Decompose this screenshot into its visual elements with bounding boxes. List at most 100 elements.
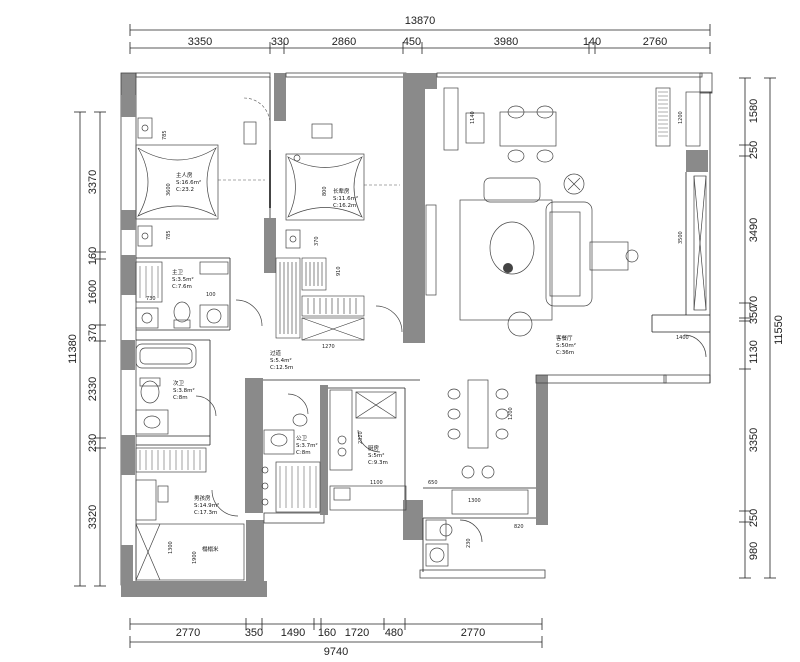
svg-text:客餐厅: 客餐厅: [556, 334, 573, 342]
left-dim-5: 2330: [87, 377, 99, 401]
svg-text:C:8m: C:8m: [296, 450, 311, 456]
bottom-total-dim: 9740: [324, 646, 348, 658]
label-second-bath: 次卫 S:3.8m² C:8m: [173, 379, 195, 401]
svg-text:C:9.3m: C:9.3m: [368, 460, 388, 466]
svg-text:主人房: 主人房: [176, 171, 193, 179]
svg-text:820: 820: [514, 524, 524, 530]
top-dim-7: 2760: [643, 36, 667, 48]
top-dim-6: 140: [583, 36, 601, 48]
svg-text:1300: 1300: [468, 498, 481, 504]
svg-text:C:17.3m: C:17.3m: [194, 510, 217, 516]
label-master-bedroom: 主人房 S:16.6m² C:23.2: [176, 171, 201, 193]
svg-text:公卫: 公卫: [296, 435, 308, 442]
label-living-dining: 客餐厅 S:50m² C:36m: [556, 334, 576, 356]
top-dim-2: 330: [271, 36, 289, 48]
left-dim-6: 230: [87, 434, 99, 452]
svg-text:3600: 3600: [166, 183, 172, 196]
svg-text:910: 910: [336, 266, 342, 276]
svg-text:主卫: 主卫: [172, 268, 184, 276]
svg-text:785: 785: [162, 130, 168, 140]
right-dim-9: 980: [748, 542, 760, 560]
svg-text:100: 100: [206, 292, 216, 298]
svg-text:1200: 1200: [508, 407, 514, 420]
furniture: [135, 87, 707, 581]
top-dim-1: 3350: [188, 36, 212, 48]
svg-text:1200: 1200: [678, 111, 684, 124]
svg-text:S:3.7m²: S:3.7m²: [296, 442, 318, 449]
top-dim-3: 2860: [332, 36, 356, 48]
small-annotations: 785 3600 785 800 1100 650 1300 820 1400 …: [146, 111, 689, 564]
label-boy-room: 男孩房 S:14.9m² C:17.3m: [194, 494, 219, 516]
svg-text:1140: 1140: [470, 111, 476, 124]
top-total-dim: 13870: [405, 15, 436, 27]
svg-text:S:3.8m²: S:3.8m²: [173, 387, 195, 394]
svg-text:370: 370: [314, 236, 320, 246]
svg-text:1270: 1270: [322, 344, 335, 350]
svg-text:S:3.5m²: S:3.5m²: [172, 276, 194, 283]
svg-text:厨房: 厨房: [368, 444, 380, 452]
right-dimensions: 1580 250 3490 350 70 1130 3350 250 980 1…: [739, 77, 785, 579]
left-dim-1: 3370: [87, 170, 99, 194]
bottom-dim-6: 480: [385, 627, 403, 639]
left-dimensions: 11380 3370 160 1600 370 2330 230 3320: [67, 111, 106, 587]
svg-text:3500: 3500: [678, 231, 684, 244]
svg-text:S:14.9m²: S:14.9m²: [194, 502, 219, 509]
svg-text:S:5m²: S:5m²: [368, 452, 384, 459]
svg-text:S:50m²: S:50m²: [556, 342, 576, 349]
label-public-bath: 公卫 S:3.7m² C:8m: [296, 435, 318, 456]
left-dim-2: 160: [87, 247, 99, 265]
svg-text:650: 650: [428, 480, 438, 486]
left-dim-7: 3320: [87, 505, 99, 529]
svg-text:长辈房: 长辈房: [333, 187, 350, 195]
svg-text:2320: 2320: [358, 431, 364, 444]
svg-text:785: 785: [166, 230, 172, 240]
bottom-dim-7: 2770: [461, 627, 485, 639]
left-total-dim: 11380: [67, 334, 79, 364]
svg-text:C:23.2: C:23.2: [176, 187, 194, 193]
bottom-dimensions: 2770 350 1490 160 1720 480 2770 9740: [129, 618, 543, 658]
svg-text:800: 800: [322, 186, 328, 196]
svg-text:C:7.6m: C:7.6m: [172, 284, 192, 290]
label-master-bath: 主卫 S:3.5m² C:7.6m: [172, 268, 194, 290]
room-labels: 主人房 S:16.6m² C:23.2 长辈房 S:11.6m² C:16.2m…: [172, 171, 576, 553]
svg-text:S:11.6m²: S:11.6m²: [333, 195, 358, 202]
bottom-dim-3: 1490: [281, 627, 305, 639]
svg-text:C:12.5m: C:12.5m: [270, 365, 293, 371]
top-dimensions: 13870 3350 330 2860 450 3980 140 2760: [129, 15, 711, 54]
right-dim-8: 250: [748, 509, 760, 527]
svg-text:S:16.6m²: S:16.6m²: [176, 179, 201, 186]
right-total-dim: 11550: [773, 315, 785, 345]
svg-text:1400: 1400: [676, 335, 689, 341]
svg-text:230: 230: [466, 538, 472, 548]
bottom-dim-5: 1720: [345, 627, 369, 639]
svg-text:1300: 1300: [168, 541, 174, 554]
right-dim-7: 3350: [748, 428, 760, 452]
bottom-dim-1: 2770: [176, 627, 200, 639]
svg-text:S:5.4m²: S:5.4m²: [270, 357, 292, 364]
svg-text:1100: 1100: [370, 480, 383, 486]
label-tatami: 榻榻米: [202, 545, 219, 553]
top-dim-5: 3980: [494, 36, 518, 48]
svg-text:男孩房: 男孩房: [194, 494, 211, 502]
right-dim-6: 1130: [748, 340, 760, 364]
right-dim-2: 250: [748, 141, 760, 159]
label-hallway: 过道 S:5.4m² C:12.5m: [270, 349, 293, 371]
top-dim-4: 450: [403, 36, 421, 48]
right-dim-4: 350: [748, 306, 760, 324]
label-kitchen: 厨房 S:5m² C:9.3m: [368, 444, 388, 466]
bottom-dim-4: 160: [318, 627, 336, 639]
right-dim-1: 1580: [748, 99, 760, 123]
svg-text:1900: 1900: [192, 551, 198, 564]
bottom-dim-2: 350: [245, 627, 263, 639]
svg-text:730: 730: [146, 296, 156, 302]
label-elder-bedroom: 长辈房 S:11.6m² C:16.2m: [333, 187, 358, 209]
right-dim-5: 70: [748, 296, 760, 308]
svg-text:C:36m: C:36m: [556, 350, 574, 356]
left-dim-3: 1600: [87, 280, 99, 304]
svg-text:C:16.2m: C:16.2m: [333, 203, 356, 209]
walls: [120, 72, 713, 597]
left-dim-4: 370: [87, 324, 99, 342]
right-dim-3: 3490: [748, 218, 760, 242]
svg-text:C:8m: C:8m: [173, 395, 188, 401]
